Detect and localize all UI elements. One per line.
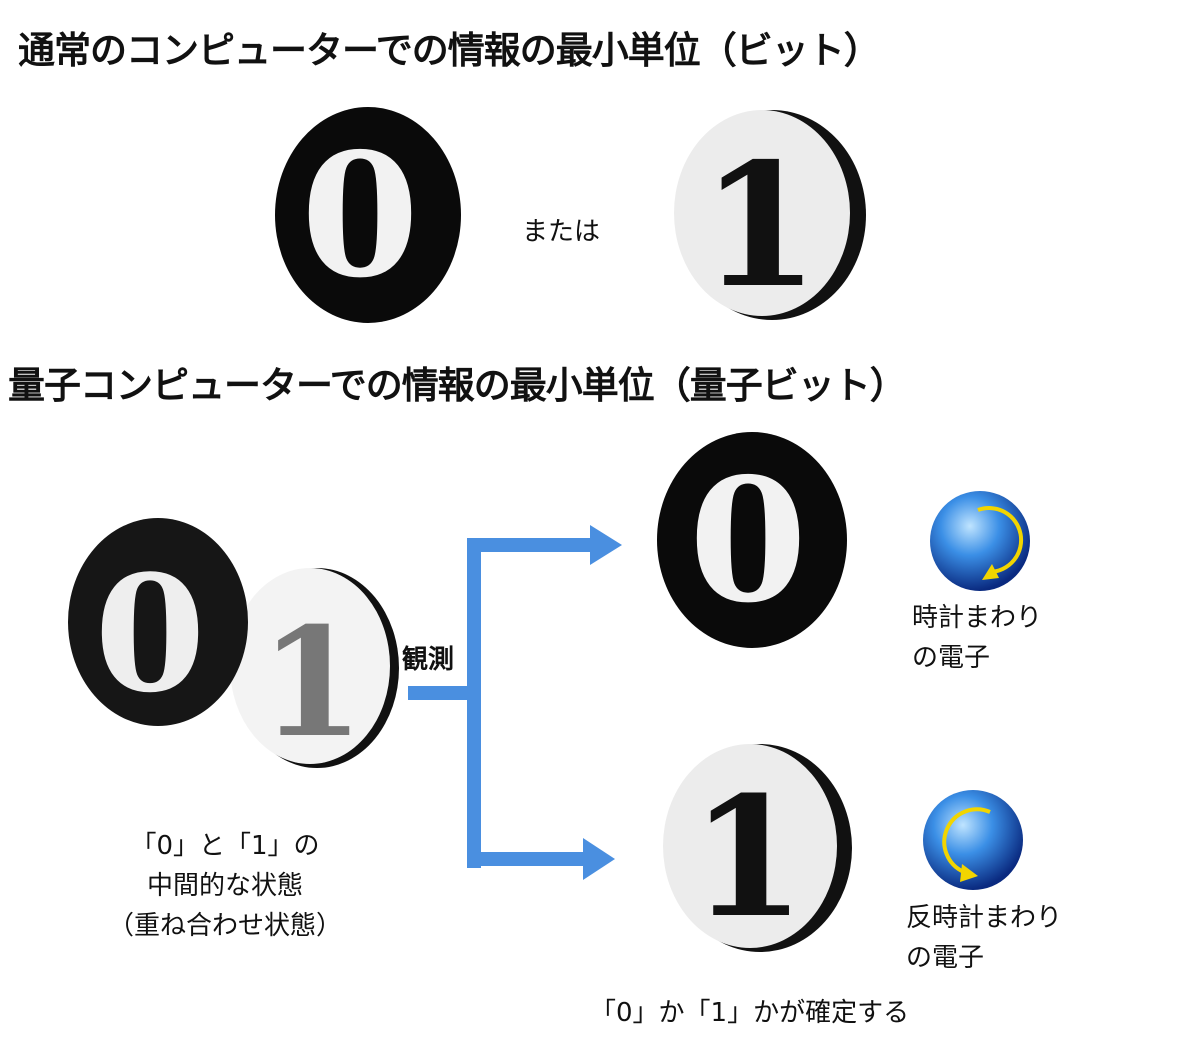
classical-title: 通常のコンピューターでの情報の最小単位（ビット） <box>18 29 881 72</box>
superposition-zero-digit: 0 <box>94 540 205 728</box>
clockwise-caption: 時計まわり の電子 <box>912 598 1042 678</box>
caption-line: 時計まわり <box>912 603 1043 633</box>
coin-one: 1 <box>674 110 866 326</box>
coin-zero: 0 <box>275 107 461 323</box>
result-one-digit: 1 <box>691 760 806 954</box>
result-coin-zero: 0 <box>657 432 847 648</box>
caption-line: 中間的な状態 <box>146 871 303 901</box>
observe-label: 観測 <box>402 645 455 675</box>
quantum-title: 量子コンピューターでの情報の最小単位（量子ビット） <box>8 364 907 407</box>
clockwise-electron-icon <box>930 491 1030 591</box>
caption-line: 「0」と「1」の <box>130 831 320 861</box>
result-caption: 「0」か「1」かが確定する <box>590 998 910 1028</box>
caption-line: （重ね合わせ状態） <box>107 911 342 941</box>
caption-line: 反時計まわり <box>906 903 1063 933</box>
caption-line: の電子 <box>912 643 991 673</box>
superposition-one-digit: 1 <box>260 595 364 771</box>
superposition-caption: 「0」と「1」の 中間的な状態 （重ね合わせ状態） <box>60 826 390 946</box>
or-label: または <box>522 217 601 247</box>
counterclockwise-caption: 反時計まわり の電子 <box>906 898 1062 978</box>
result-coin-one: 1 <box>663 744 852 954</box>
coin-zero-digit: 0 <box>301 116 419 316</box>
coin-one-digit: 1 <box>701 126 819 326</box>
counterclockwise-electron-icon <box>923 790 1023 890</box>
observation-arrows <box>408 525 622 880</box>
caption-line: の電子 <box>906 943 985 973</box>
superposition-coin: 0 1 <box>68 518 399 771</box>
result-zero-digit: 0 <box>689 441 807 641</box>
